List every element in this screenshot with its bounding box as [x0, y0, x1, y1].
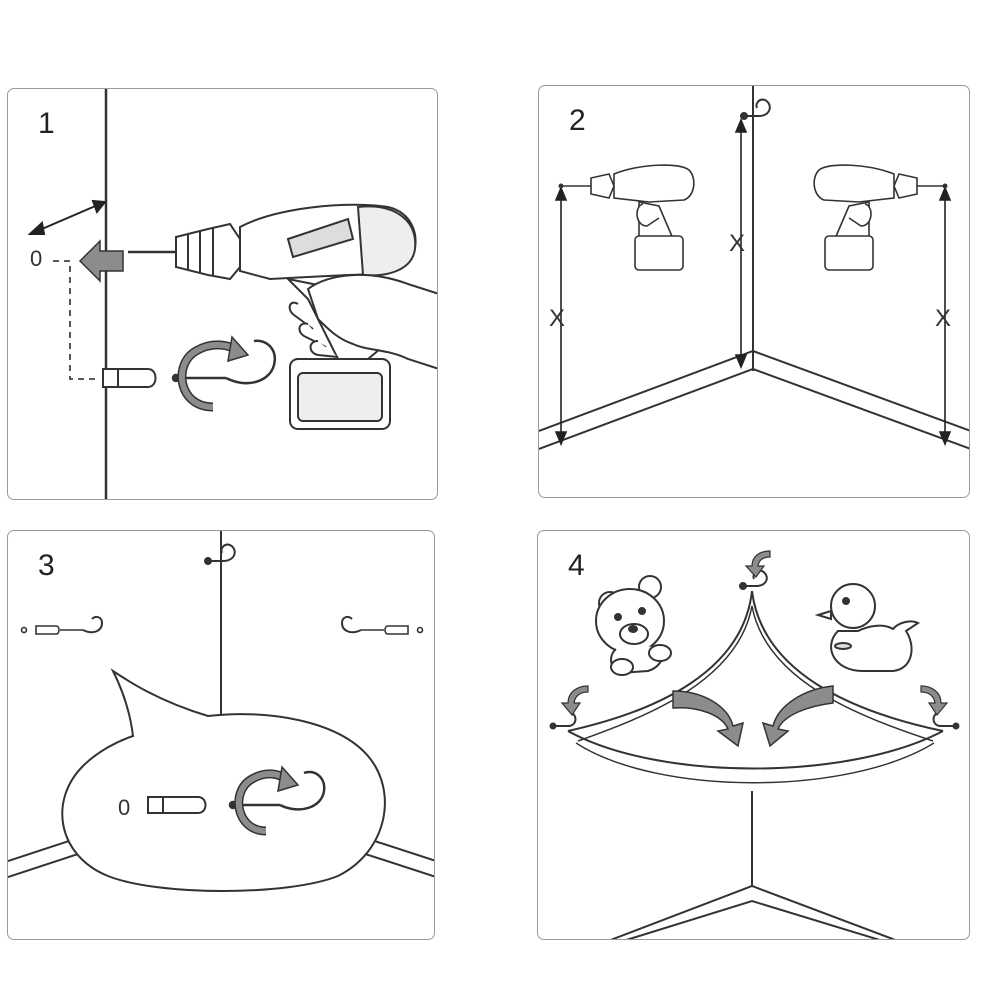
step-2-illustration: X X X — [539, 86, 969, 450]
right-small-arrow-icon — [920, 685, 949, 717]
right-drill-icon — [813, 164, 945, 271]
left-drill-icon — [563, 164, 695, 271]
distance-double-arrow-icon — [27, 199, 107, 235]
right-plug-and-hook-icon — [340, 615, 424, 635]
skirting-board — [610, 884, 896, 939]
hand-icon — [288, 274, 437, 370]
right-height-arrow-icon — [938, 185, 952, 447]
center-height-arrow-icon — [734, 117, 748, 370]
step-4-number: 4 — [568, 549, 585, 582]
step-4-illustration — [549, 550, 960, 939]
top-hook-icon — [740, 98, 771, 120]
top-hook-icon — [204, 543, 236, 565]
right-hook-icon — [932, 712, 960, 730]
step-3-panel: 3 0 — [7, 530, 435, 940]
wall-plug-icon — [147, 796, 207, 814]
step-3-illustration: 0 — [8, 531, 434, 892]
step-4-panel: 4 — [537, 530, 970, 940]
rotate-arrow-icon — [177, 335, 250, 412]
skirting-board — [539, 349, 969, 450]
zero-mark-label: 0 — [118, 795, 130, 820]
top-small-arrow-icon — [744, 550, 771, 578]
dashed-guide-line — [53, 260, 100, 380]
step-1-panel: 1 0 — [7, 88, 438, 500]
right-big-arrow-icon — [761, 685, 834, 748]
rotate-arrow-icon — [234, 765, 300, 836]
right-x-label: X — [935, 305, 951, 332]
left-x-label: X — [549, 305, 565, 332]
zero-mark-label: 0 — [30, 246, 42, 271]
left-pointing-arrow-icon — [78, 239, 124, 283]
step-1-number: 1 — [38, 107, 55, 140]
left-plug-and-hook-icon — [20, 615, 104, 635]
center-x-label: X — [729, 230, 745, 257]
left-hook-icon — [549, 712, 577, 730]
left-height-arrow-icon — [554, 185, 568, 447]
rubber-duck-icon — [814, 583, 920, 672]
left-big-arrow-icon — [672, 690, 745, 748]
step-1-illustration: 0 — [27, 89, 437, 499]
wall-plug-icon — [102, 368, 157, 388]
left-small-arrow-icon — [560, 685, 589, 717]
corner-hammock-net — [567, 590, 944, 784]
teddy-bear-icon — [595, 575, 672, 676]
speech-bubble — [61, 668, 386, 892]
step-2-number: 2 — [569, 104, 586, 137]
step-2-panel: 2 X X — [538, 85, 970, 498]
step-3-number: 3 — [38, 549, 55, 582]
left-drill-point — [558, 183, 564, 189]
